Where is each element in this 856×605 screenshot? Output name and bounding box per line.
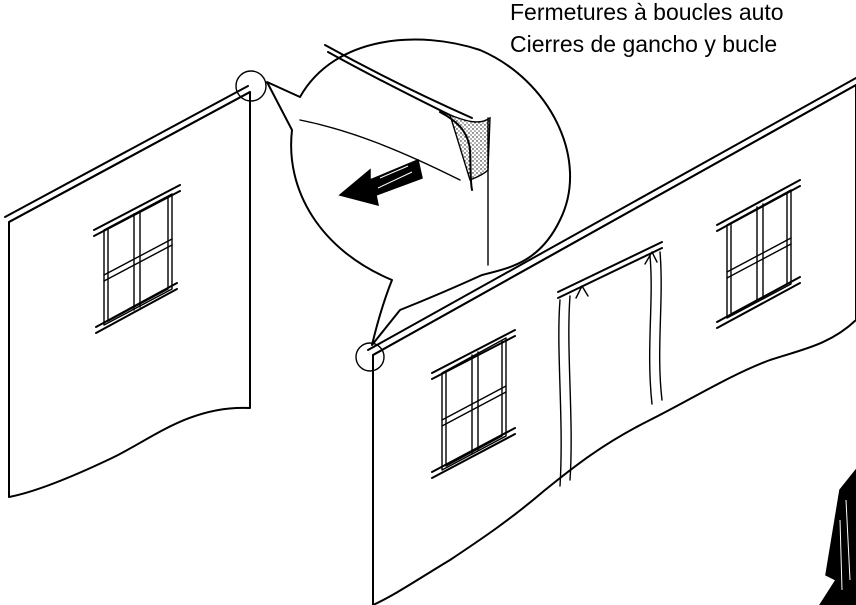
caption-line-2: Cierres de gancho y bucle xyxy=(510,31,777,57)
pull-direction-arrow-icon xyxy=(338,158,423,207)
magnified-detail-callout xyxy=(266,38,571,346)
pull-direction-arrow-icon xyxy=(819,468,856,605)
detail-marker-top xyxy=(235,70,267,102)
detail-marker-bottom xyxy=(355,342,385,372)
left-wall-panel xyxy=(4,85,251,498)
right-wall-window-left xyxy=(431,329,516,479)
caption-line-1: Fermetures à boucles auto xyxy=(510,0,784,25)
right-wall-panel xyxy=(367,77,856,605)
right-wall-window-right xyxy=(716,179,801,329)
door-opening xyxy=(557,241,663,487)
left-window xyxy=(93,184,181,334)
